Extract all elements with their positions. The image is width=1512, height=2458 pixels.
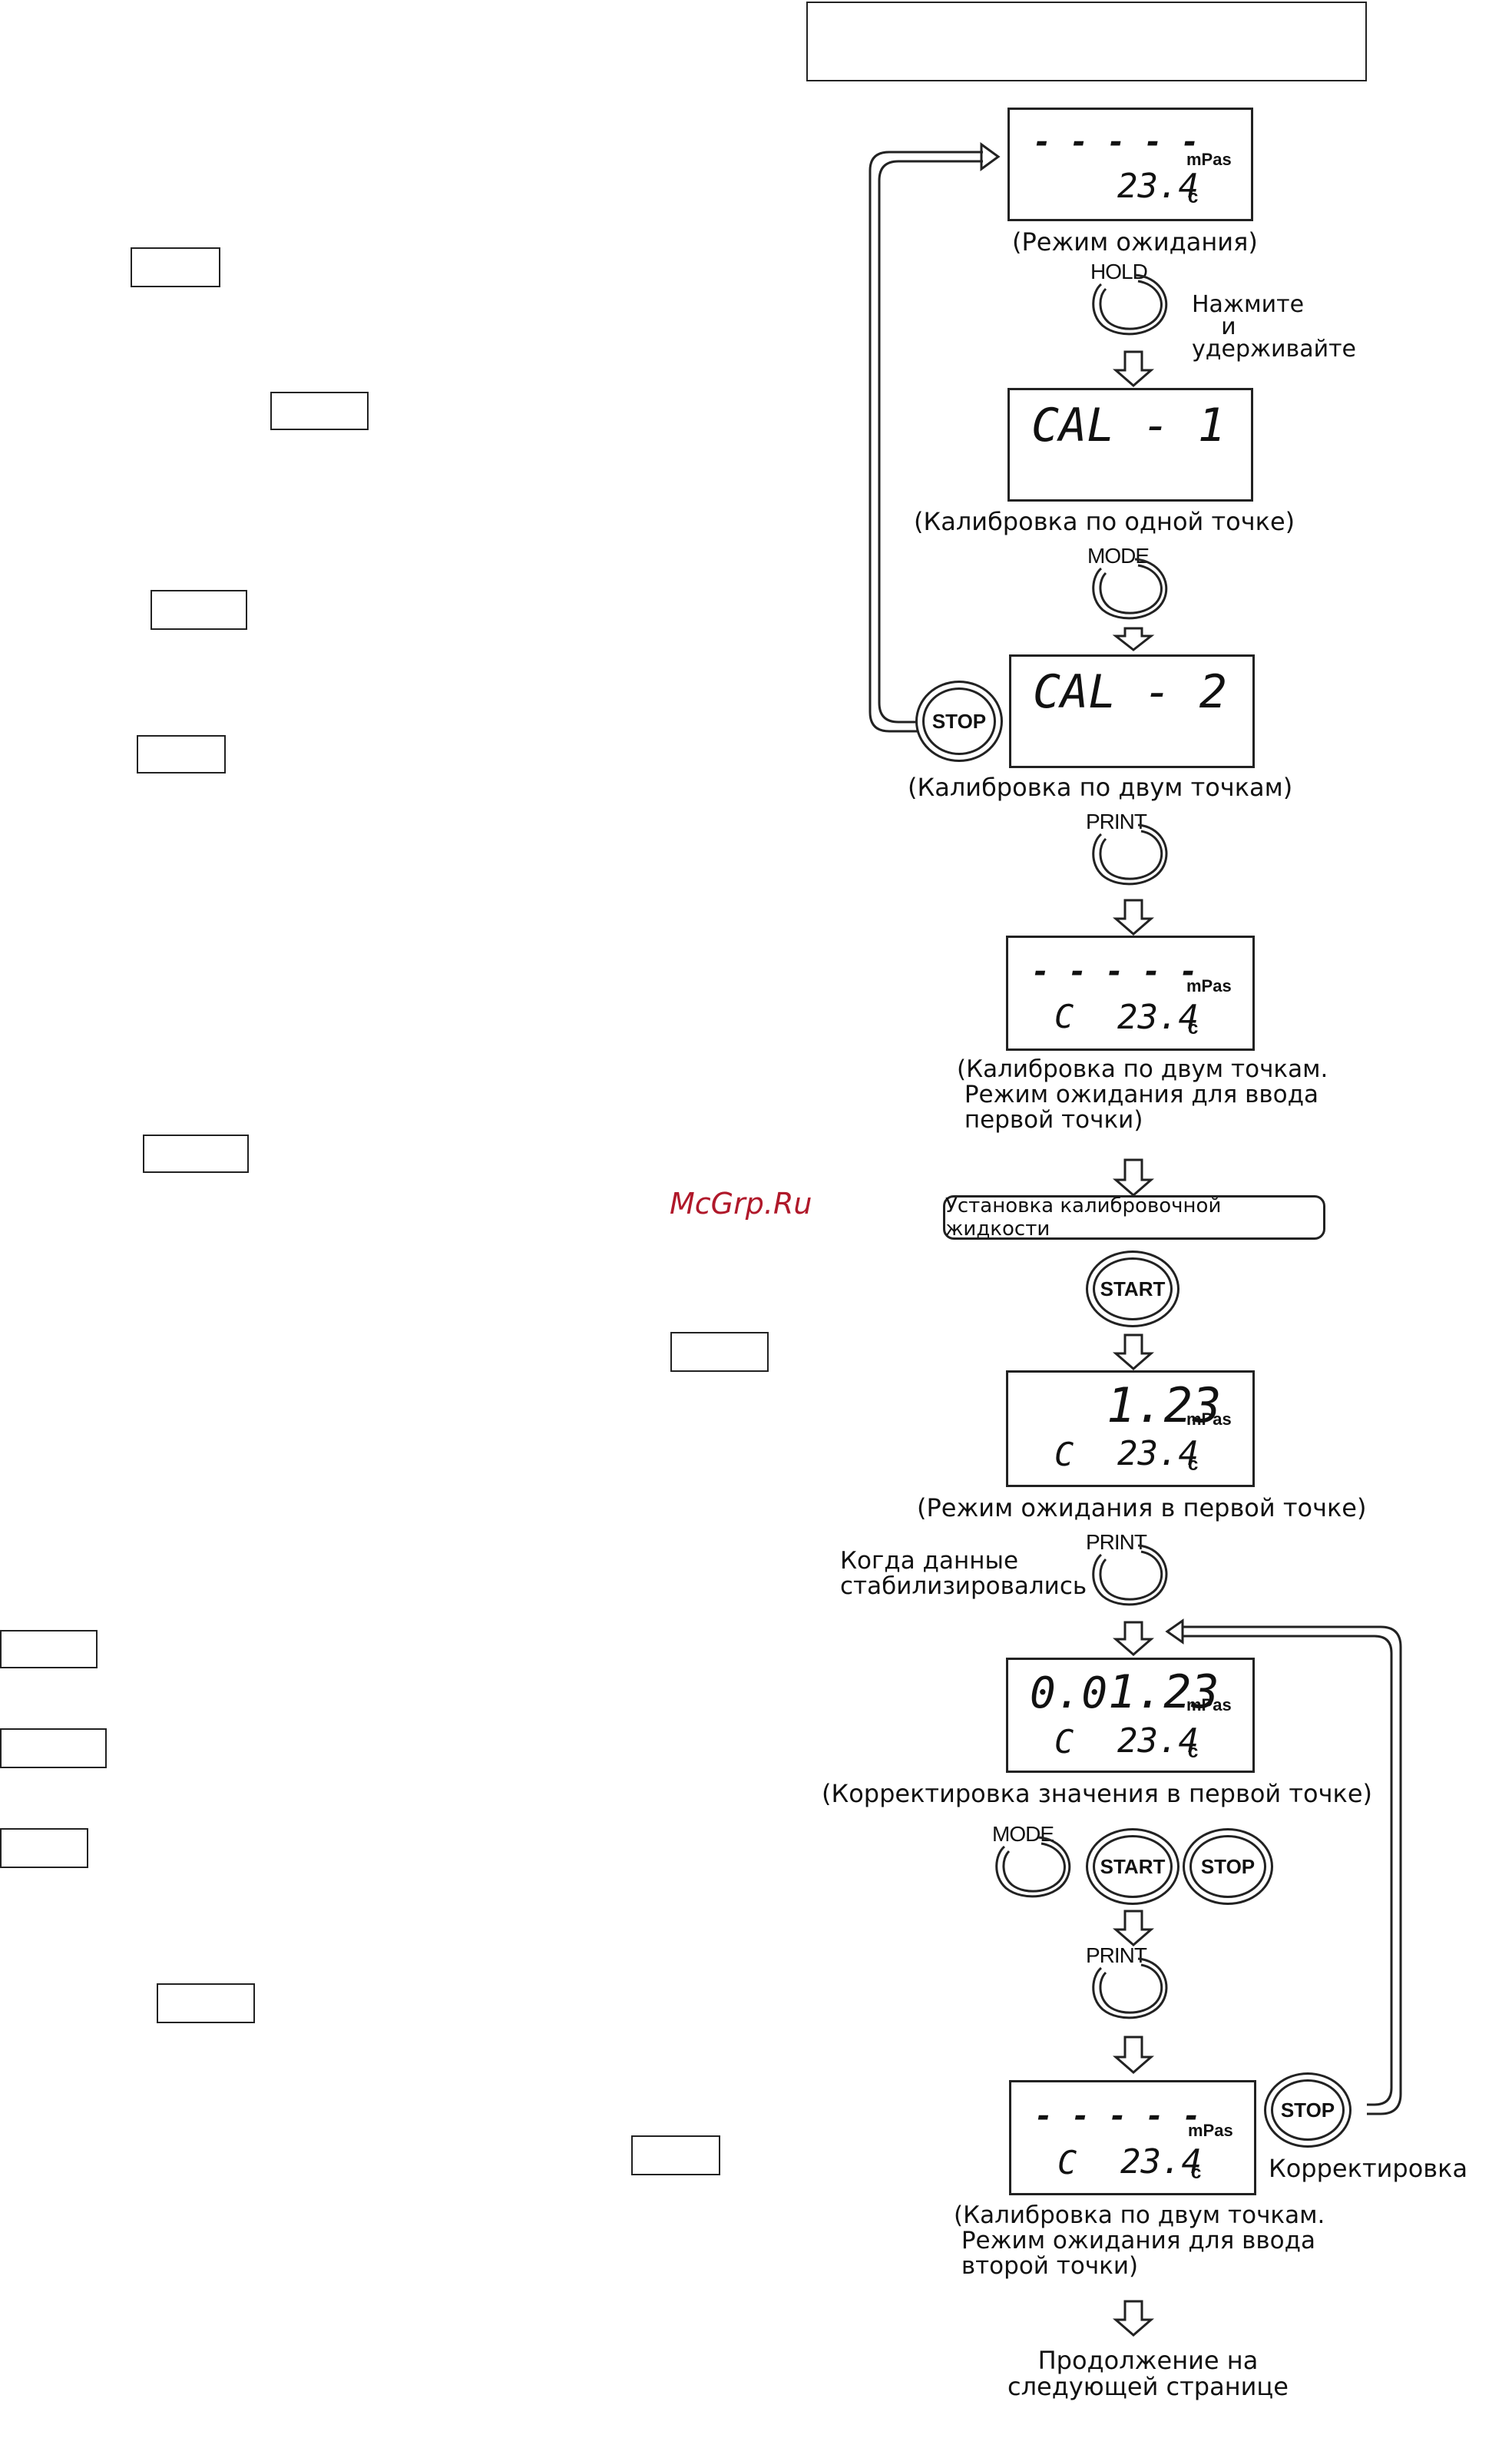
stop-button-1-label: STOP <box>922 687 996 755</box>
first-wait-c: C <box>1054 998 1074 1035</box>
stop-button-3-label: STOP <box>1271 2079 1345 2141</box>
watermark: McGrp.Ru <box>670 1187 812 1221</box>
key-box-6 <box>670 1332 769 1372</box>
second-wait-dashes: - - - - - <box>1034 2099 1201 2134</box>
key-box-10 <box>157 1983 255 2023</box>
key-box-2 <box>270 392 369 430</box>
second-wait-deg: c <box>1191 2162 1202 2183</box>
correction-value: 1.23 <box>1108 1665 1219 1719</box>
standby-deg: c <box>1188 187 1199 207</box>
stop-button-2[interactable]: STOP <box>1183 1828 1273 1905</box>
stop-button-1[interactable]: STOP <box>915 681 1003 762</box>
key-box-4 <box>137 735 226 774</box>
standby-dashes: - - - - - <box>1033 124 1199 160</box>
first-point-deg: c <box>1188 1454 1199 1475</box>
print-button-3-label: PRINT <box>1086 1943 1147 1967</box>
fluid-setup-box: Установка калибровочной жидкости <box>943 1194 1325 1241</box>
key-box-3 <box>151 590 247 630</box>
standby-temp: 23.4 <box>1117 167 1199 206</box>
standby-display: - - - - - mPas 23.4 c <box>1007 108 1253 221</box>
title-box <box>806 2 1367 81</box>
first-wait-temp: 23.4 <box>1117 998 1199 1037</box>
print-button-1[interactable] <box>1081 816 1173 893</box>
start-button-2[interactable]: START <box>1086 1828 1179 1905</box>
mode-button-2-label: MODE <box>992 1822 1054 1846</box>
correction-small: 0.0 <box>1030 1668 1108 1718</box>
correction-temp: 23.4 <box>1117 1721 1199 1761</box>
first-wait-display: - - - - - mPas C 23.4 c <box>1006 936 1255 1051</box>
first-point-temp: 23.4 <box>1117 1434 1199 1473</box>
two-point-caption: (Калибровка по двум точкам) <box>908 773 1293 802</box>
key-box-9 <box>0 1828 88 1868</box>
first-wait-dashes: - - - - - <box>1031 954 1198 989</box>
stop-button-2-label: STOP <box>1189 1835 1266 1898</box>
correction-unit: mPas <box>1186 1695 1232 1714</box>
print-button-1-label: PRINT <box>1086 810 1147 833</box>
second-wait-temp: 23.4 <box>1120 2142 1202 2181</box>
one-point-caption: (Калибровка по одной точке) <box>914 507 1295 536</box>
first-wait-unit: mPas <box>1186 976 1232 995</box>
standby-caption: (Режим ожидания) <box>1012 227 1258 257</box>
first-point-caption: (Режим ожидания в первой точке) <box>917 1493 1367 1522</box>
mode-button-2[interactable] <box>984 1828 1077 1905</box>
correction-deg: c <box>1188 1741 1199 1762</box>
cal2-display: CAL - 2 <box>1009 654 1255 768</box>
first-point-value: 1.23 <box>1107 1377 1222 1433</box>
cal2-text: CAL - 2 <box>1033 665 1227 719</box>
correction-c: C <box>1054 1723 1074 1761</box>
key-box-1 <box>131 247 220 287</box>
stabilized-caption: Когда данные стабилизировались <box>840 1547 1087 1600</box>
second-wait-unit: mPas <box>1188 2121 1233 2140</box>
print-button-2[interactable] <box>1081 1536 1173 1613</box>
second-wait-caption: (Калибровка по двум точкам. Режим ожидан… <box>954 2201 1325 2280</box>
mode-button[interactable] <box>1081 550 1173 627</box>
start-button-2-label: START <box>1093 1835 1173 1898</box>
correction-display: 0.0 1.23 mPas C 23.4 c <box>1006 1658 1255 1773</box>
start-button-1-label: START <box>1093 1257 1173 1320</box>
first-point-c: C <box>1054 1436 1074 1473</box>
press-hold-caption: Нажмите и удерживайте <box>1192 291 1357 363</box>
stop-button-3[interactable]: STOP <box>1264 2072 1352 2148</box>
first-wait-deg: c <box>1188 1018 1199 1039</box>
second-wait-c: C <box>1057 2144 1077 2181</box>
correction-label: Корректировка <box>1269 2154 1468 2183</box>
first-point-unit: mPas <box>1186 1410 1232 1429</box>
start-button-1[interactable]: START <box>1086 1251 1179 1327</box>
key-box-11 <box>631 2135 720 2175</box>
cal1-text: CAL - 1 <box>1031 399 1226 452</box>
first-wait-caption: (Калибровка по двум точкам. Режим ожидан… <box>957 1055 1328 1134</box>
second-wait-display: - - - - - mPas C 23.4 c <box>1009 2080 1256 2195</box>
print-button-2-label: PRINT <box>1086 1530 1147 1554</box>
correction-caption: (Корректировка значения в первой точке) <box>822 1779 1372 1808</box>
first-point-display: 1.23 mPas C 23.4 c <box>1006 1370 1255 1487</box>
continued-caption: Продолжение на следующей странице <box>1007 2346 1289 2401</box>
mode-button-label: MODE <box>1087 544 1150 568</box>
key-box-7 <box>0 1630 98 1668</box>
hold-button-label: HOLD <box>1090 260 1148 283</box>
key-box-5 <box>143 1135 249 1173</box>
cal1-display: CAL - 1 <box>1007 388 1253 502</box>
standby-unit: mPas <box>1186 150 1232 169</box>
hold-button[interactable] <box>1081 266 1173 343</box>
key-box-8 <box>0 1728 107 1768</box>
print-button-3[interactable] <box>1081 1950 1173 2026</box>
